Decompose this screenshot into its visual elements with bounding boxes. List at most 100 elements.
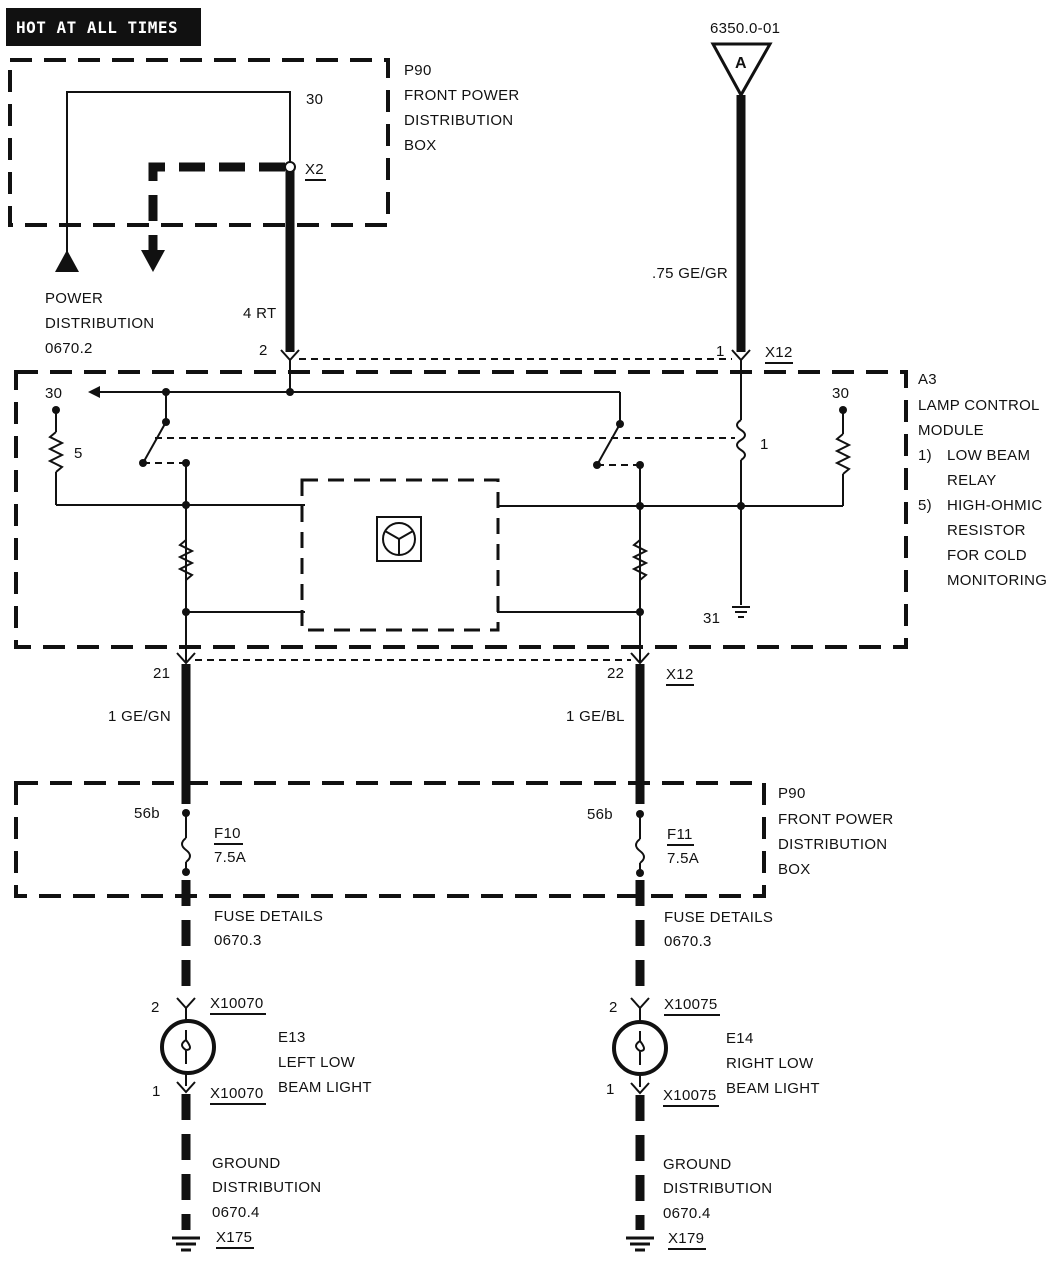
right-lamp-line2: BEAM LIGHT [726, 1080, 820, 1097]
p90-top-pin-30: 30 [306, 91, 323, 108]
wire-ge-bl-label: 1 GE/BL [566, 708, 625, 725]
right-ground-line3: 0670.4 [663, 1205, 711, 1222]
right-lamp-bottom-connector: X10075 [663, 1087, 717, 1104]
left-lamp-top-connector: X10070 [210, 995, 264, 1012]
f10-rating: 7.5A [214, 849, 246, 866]
pin22-connector-chevron-icon [630, 652, 650, 665]
f10-id: F10 [214, 825, 241, 842]
left-ground-x175-icon [172, 1236, 200, 1252]
p90-top-line3: BOX [404, 137, 437, 154]
header-label: HOT AT ALL TIMES [16, 18, 178, 37]
bus-junction [286, 388, 294, 396]
a3-note2-line4: MONITORING [947, 572, 1047, 589]
left-pin-21: 21 [153, 665, 170, 682]
connector-x12-bottom: X12 [666, 666, 694, 683]
p90-top-line2: DISTRIBUTION [404, 112, 513, 129]
left-resistor-label: 5 [74, 445, 83, 462]
wire-4rt-pin: 2 [259, 342, 268, 359]
ground-31-label: 31 [703, 610, 720, 627]
power-dist-line1: POWER [45, 290, 103, 307]
p90-top-line1: FRONT POWER [404, 87, 520, 104]
left-relay-contact-arm [142, 421, 167, 464]
pin30-left-label: 30 [45, 385, 62, 402]
right-lamp-line1: RIGHT LOW [726, 1055, 814, 1072]
p90-bottom-box-outline [14, 781, 766, 898]
left-lamp-id: E13 [278, 1029, 306, 1046]
x10070-top-chevron-icon [176, 997, 196, 1010]
a3-note2-num: 5) [918, 497, 932, 514]
p90-bottom-id: P90 [778, 785, 806, 802]
relay-coil-icon [736, 419, 746, 461]
right-lamp-bottom-pin: 1 [606, 1081, 615, 1098]
right-ground-line1: GROUND [663, 1156, 731, 1173]
a3-note1-line2: RELAY [947, 472, 997, 489]
p90-top-box-outline [8, 58, 390, 227]
right-coil-junction [737, 502, 745, 510]
right-ground-id: X179 [668, 1230, 704, 1247]
wire-4rt-label: 4 RT [243, 305, 276, 322]
f11-fuse-icon [635, 838, 645, 864]
x2-terminal-icon [284, 161, 296, 173]
pin30-right-label: 30 [832, 385, 849, 402]
ref-a-letter: A [735, 55, 747, 72]
ground-31-icon [732, 606, 750, 618]
power-dist-line3: 0670.2 [45, 340, 93, 357]
f11-rating: 7.5A [667, 850, 699, 867]
left-lamp-line2: BEAM LIGHT [278, 1079, 372, 1096]
f11-id: F11 [667, 826, 693, 843]
left-ground-id: X175 [216, 1229, 252, 1246]
right-ground-x179-icon [626, 1236, 654, 1252]
wire-ge-gn-label: 1 GE/GN [108, 708, 171, 725]
right-ground-line2: DISTRIBUTION [663, 1180, 772, 1197]
left-ground-line1: GROUND [212, 1155, 280, 1172]
ref-a-code: 6350.0-01 [710, 20, 780, 37]
p90-bottom-line2: DISTRIBUTION [778, 836, 887, 853]
f11-terminal-56b: 56b [587, 806, 613, 823]
right-lamp-id: E14 [726, 1030, 754, 1047]
x10070-bottom-chevron-icon [176, 1081, 196, 1094]
left-fuse-details-line1: FUSE DETAILS [214, 908, 323, 925]
right-low-beam-bulb-icon [612, 1020, 668, 1076]
a3-id: A3 [918, 371, 937, 388]
f10-fuse-icon [181, 837, 191, 863]
branch-down-arrow-icon [141, 250, 165, 272]
left-ground-line3: 0670.4 [212, 1204, 260, 1221]
right-lamp-top-connector: X10075 [664, 996, 718, 1013]
left-fuse-details-line2: 0670.3 [214, 932, 262, 949]
left-hi-ohmic-resistor-icon [47, 431, 65, 473]
pin21-connector-chevron-icon [176, 652, 196, 665]
transistor-icon [382, 522, 416, 556]
right-hi-ohmic-resistor-icon [834, 433, 852, 475]
relay-coil-label: 1 [760, 436, 769, 453]
right-pin-22: 22 [607, 665, 624, 682]
right-bulb-filament [635, 1031, 645, 1065]
a3-note2-line1: HIGH-OHMIC [947, 497, 1043, 514]
connector-x2: X2 [305, 161, 324, 178]
a3-note2-line2: RESISTOR [947, 522, 1026, 539]
x10075-bottom-chevron-icon [630, 1082, 650, 1095]
a3-note2-line3: FOR COLD [947, 547, 1027, 564]
f11-terminal-bottom [636, 869, 644, 877]
left-lamp-bottom-connector: X10070 [210, 1085, 264, 1102]
left-bulb-filament [181, 1030, 191, 1064]
wire-075-label: .75 GE/GR [652, 265, 728, 282]
a3-line2: MODULE [918, 422, 984, 439]
ref-a-triangle-icon [710, 42, 773, 99]
p90-bottom-line3: BOX [778, 861, 811, 878]
right-output-junction-2 [636, 608, 644, 616]
right-output-junction-1 [636, 502, 644, 510]
monitor-circuit-box [300, 478, 500, 632]
left-lamp-line1: LEFT LOW [278, 1054, 356, 1071]
right-relay-contact-arm [596, 423, 621, 466]
power-dist-line2: DISTRIBUTION [45, 315, 154, 332]
p90-internal-feed [66, 91, 291, 258]
f10-terminal-56b: 56b [134, 805, 160, 822]
left-ground-line2: DISTRIBUTION [212, 1179, 321, 1196]
left-output-junction-1 [182, 501, 190, 509]
p90-top-id: P90 [404, 62, 432, 79]
connector-x12-top: X12 [765, 344, 793, 361]
p90-bottom-line1: FRONT POWER [778, 811, 894, 828]
a3-module-box-outline [14, 370, 908, 649]
right-fuse-details-line2: 0670.3 [664, 933, 712, 950]
f10-terminal-bottom [182, 868, 190, 876]
